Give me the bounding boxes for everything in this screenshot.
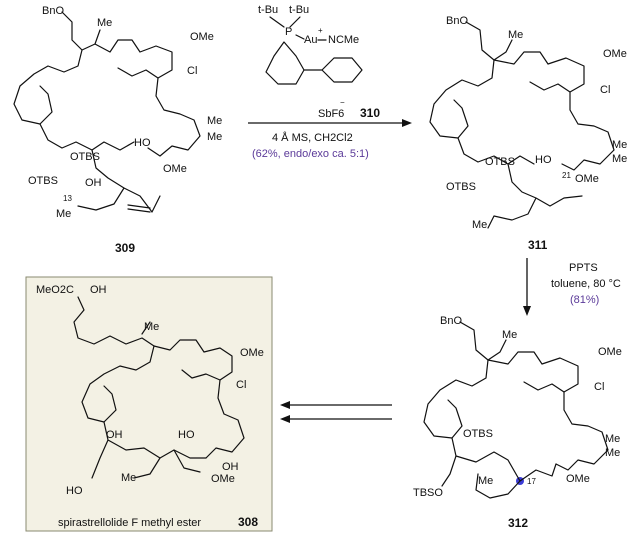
ncme-label: NCMe xyxy=(328,34,359,46)
c21-label: 21 xyxy=(562,171,571,180)
meo2c-label: MeO2C xyxy=(36,284,74,296)
anion-charge: − xyxy=(340,98,345,107)
step1-yield: (62%, endo/exo ca. 5:1) xyxy=(252,148,369,160)
me-label-309-d: Me xyxy=(56,208,71,220)
bno-label-311: BnO xyxy=(446,15,468,27)
compound-311: BnO Me OMe Cl OTBS OTBS HO Me Me OMe Me … xyxy=(429,15,627,252)
me-label-308-b: Me xyxy=(121,472,136,484)
me-label-309-c: Me xyxy=(207,131,222,143)
me-label-311-d: Me xyxy=(472,219,487,231)
me-label-308-a: Me xyxy=(144,321,159,333)
cation-charge: + xyxy=(318,26,323,35)
tbu-label-1: t-Bu xyxy=(258,4,278,16)
step1-conditions: 4 Å MS, CH2Cl2 xyxy=(272,131,353,144)
arrow-step1 xyxy=(248,119,412,127)
me-label-309-b: Me xyxy=(207,115,222,127)
ome-label-309-b: OMe xyxy=(163,163,187,175)
skeleton-308 xyxy=(73,296,245,479)
tbu-label-2: t-Bu xyxy=(289,4,309,16)
bno-label-312: BnO xyxy=(440,315,462,327)
step2-yield: (81%) xyxy=(570,294,599,306)
skeleton-311 xyxy=(429,21,615,229)
catalyst-number-310: 310 xyxy=(360,106,380,120)
compound-number-308: 308 xyxy=(238,515,258,529)
otbs-label-312: OTBS xyxy=(463,428,493,440)
c13-label: 13 xyxy=(63,194,72,203)
ome-label-308-b: OMe xyxy=(211,473,235,485)
oh-label-308-a: OH xyxy=(90,284,107,296)
ome-label-312: OMe xyxy=(598,346,622,358)
step2-conditions: toluene, 80 °C xyxy=(551,278,621,290)
skeleton-309 xyxy=(13,11,201,213)
target-compound-box xyxy=(25,276,273,532)
cl-label-311: Cl xyxy=(600,84,610,96)
ome-label-311: OMe xyxy=(603,48,627,60)
otbs-label-311-a: OTBS xyxy=(485,156,515,168)
ho-label-309: HO xyxy=(134,137,151,149)
arrow-step2 xyxy=(523,258,531,316)
compound-name-308: spirastrellolide F methyl ester xyxy=(58,517,201,529)
compound-309: BnO Me OMe Cl OTBS OTBS HO OH Me Me OMe … xyxy=(13,5,222,255)
compound-number-311: 311 xyxy=(528,238,548,252)
me-label-311-c: Me xyxy=(612,153,627,165)
ho-label-311: HO xyxy=(535,154,552,166)
compound-number-309: 309 xyxy=(115,241,135,255)
compound-312: BnO Me OMe Cl OTBS TBSO Me Me Me OMe 17 … xyxy=(413,315,622,530)
me-label-312-a: Me xyxy=(502,329,517,341)
cl-label-312: Cl xyxy=(594,381,604,393)
c17-label: 17 xyxy=(527,477,536,486)
otbs-label-309-b: OTBS xyxy=(28,175,58,187)
otbs-label-311-b: OTBS xyxy=(446,181,476,193)
me-label-312-d: Me xyxy=(605,447,620,459)
bno-label-309: BnO xyxy=(42,5,64,17)
compound-number-312: 312 xyxy=(508,516,528,530)
otbs-label-309-a: OTBS xyxy=(70,151,100,163)
ome-label-309: OMe xyxy=(190,31,214,43)
step2-reagent: PPTS xyxy=(569,262,598,274)
me-label-311-a: Me xyxy=(508,29,523,41)
compound-308: MeO2C OH Me OMe Cl OH HO OH Me OMe HO sp… xyxy=(36,284,264,529)
me-label-312-c: Me xyxy=(605,433,620,445)
ome-label-312-b: OMe xyxy=(566,473,590,485)
ho-label-308-b: HO xyxy=(66,485,83,497)
oh-label-309: OH xyxy=(85,177,102,189)
ho-label-308: HO xyxy=(178,429,195,441)
phosphorus-label: P xyxy=(285,26,292,38)
catalyst-skeleton xyxy=(265,16,363,85)
tbso-label-312: TBSO xyxy=(413,487,443,499)
counterion-label: SbF6 xyxy=(318,108,344,120)
oh-label-308-b: OH xyxy=(106,429,123,441)
catalyst-310: t-Bu t-Bu P Au + NCMe − SbF6 310 xyxy=(258,4,380,120)
gold-label: Au xyxy=(304,34,317,46)
oh-label-308-c: OH xyxy=(222,461,239,473)
skeleton-312 xyxy=(423,321,609,499)
ome-label-311-b: OMe xyxy=(575,173,599,185)
ome-label-308: OMe xyxy=(240,347,264,359)
me-label-312-b: Me xyxy=(478,475,493,487)
me-label-309-a: Me xyxy=(97,17,112,29)
me-label-311-b: Me xyxy=(612,139,627,151)
cl-label-308: Cl xyxy=(236,379,246,391)
cl-label-309: Cl xyxy=(187,65,197,77)
arrow-multistep xyxy=(280,401,392,423)
